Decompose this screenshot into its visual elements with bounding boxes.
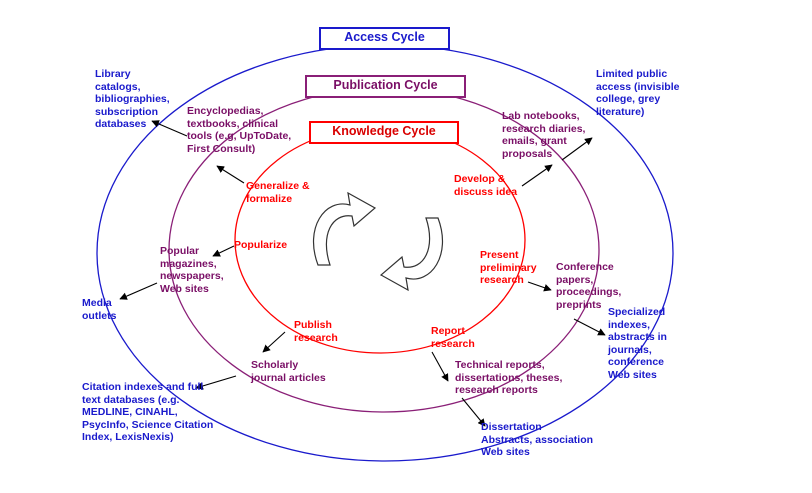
- arrow-to-scholarly: [262, 331, 286, 353]
- arrow-to-media: [119, 282, 158, 300]
- specialized-indexes-label: Specialized indexes, abstracts in journa…: [608, 306, 667, 381]
- arrow-to-technical: [431, 351, 449, 382]
- technical-reports-label: Technical reports, dissertations, theses…: [455, 359, 563, 396]
- knowledge-cycle-title: Knowledge Cycle: [309, 121, 459, 144]
- report-research-label: Report research: [431, 325, 475, 350]
- access-cycle-title: Access Cycle: [319, 27, 450, 50]
- arrow-to-specialized: [573, 318, 606, 336]
- arrow-to-conference: [527, 281, 552, 292]
- arrow-to-limited: [561, 137, 593, 161]
- cycle-arrows-icon: [313, 191, 443, 292]
- dissertation-abstracts-label: Dissertation Abstracts, association Web …: [481, 421, 594, 458]
- arrow-to-popular: [212, 245, 235, 257]
- arrow-to-encyclopedias: [216, 165, 245, 184]
- arrow-to-citation: [195, 375, 237, 390]
- media-outlets-label: Media outlets: [82, 297, 117, 322]
- library-catalogs-label: Library catalogs, bibliographies, subscr…: [95, 68, 170, 130]
- scholarly-journal-articles-label: Scholarly journal articles: [251, 359, 326, 384]
- present-research-label: Present preliminary research: [480, 249, 537, 286]
- encyclopedias-label: Encyclopedias, textbooks, clinical tools…: [187, 105, 292, 155]
- arrow-to-lab: [521, 164, 553, 187]
- publication-cycle-title: Publication Cycle: [305, 75, 466, 98]
- generalize-formalize-label: Generalize & formalize: [246, 180, 310, 205]
- citation-indexes-label: Citation indexes and full text databases…: [82, 381, 214, 443]
- arrow-to-dissertation: [461, 397, 486, 427]
- arrow-to-library: [151, 120, 188, 137]
- popular-magazines-label: Popular magazines, newspapers, Web sites: [160, 245, 224, 295]
- develop-discuss-label: Develop & discuss idea: [454, 173, 518, 198]
- publish-research-label: Publish research: [294, 319, 338, 344]
- lab-notebooks-label: Lab notebooks, research diaries, emails,…: [502, 110, 586, 160]
- conference-papers-label: Conference papers, proceedings, preprint…: [556, 261, 622, 311]
- limited-public-access-label: Limited public access (invisible college…: [596, 68, 680, 118]
- popularize-label: Popularize: [234, 239, 288, 251]
